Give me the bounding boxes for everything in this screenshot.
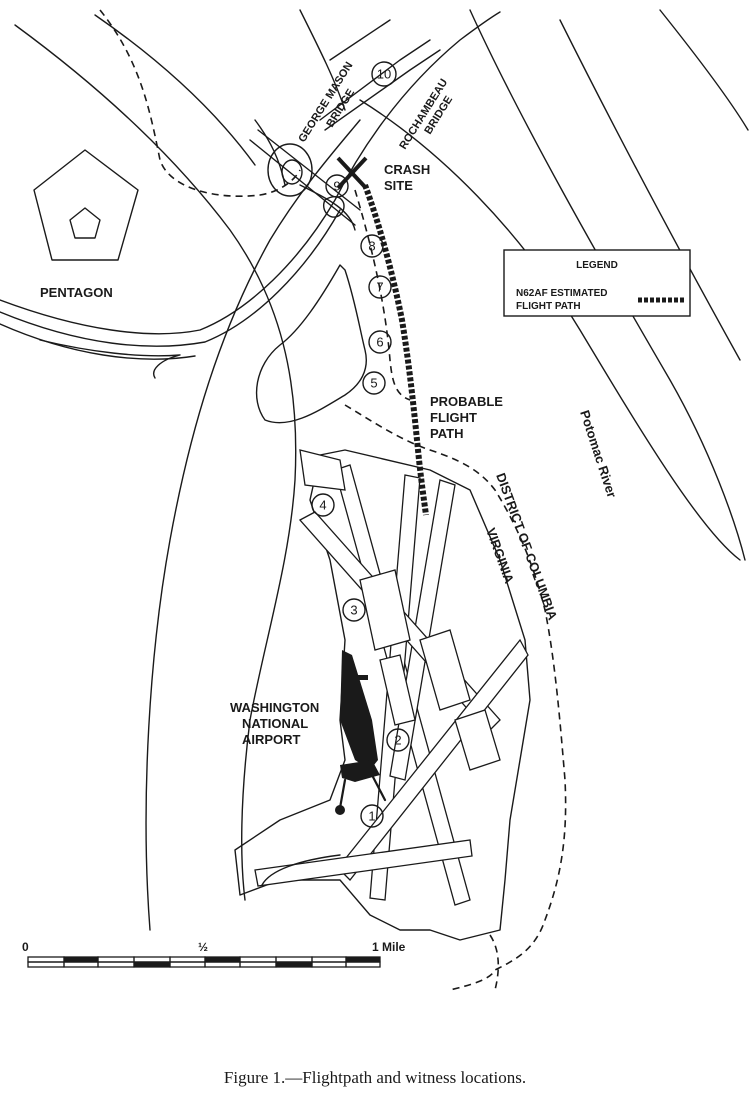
legend: LEGEND N62AF ESTIMATED FLIGHT PATH <box>503 249 691 317</box>
legend-title: LEGEND <box>576 260 618 271</box>
witness-2: 2 <box>386 728 410 752</box>
witness-3: 3 <box>342 598 366 622</box>
witness-8: 8 <box>360 234 384 258</box>
bridge-interchange <box>249 19 441 231</box>
shoreline-boundary-south <box>489 934 500 991</box>
probable-flight-path-label-3: PATH <box>430 426 463 441</box>
airport-label-2: NATIONAL <box>242 716 308 731</box>
terminal <box>335 650 387 815</box>
witness-6: 6 <box>368 330 392 354</box>
crash-site-label-2: SITE <box>384 178 413 193</box>
svg-text:3: 3 <box>350 603 357 618</box>
witness-5: 5 <box>362 371 386 395</box>
shoreline-boundary-north <box>99 9 301 198</box>
airport-outline <box>234 449 531 941</box>
svg-text:1: 1 <box>368 809 375 824</box>
crash-site-label-1: CRASH <box>384 162 430 177</box>
airport-label-3: AIRPORT <box>242 732 301 747</box>
witness-4: 4 <box>311 493 335 517</box>
witness-9: 9 <box>325 174 349 198</box>
river-bank-east <box>359 9 749 561</box>
state-boundary <box>344 404 567 991</box>
svg-text:5: 5 <box>370 376 377 391</box>
svg-text:6: 6 <box>376 335 383 350</box>
svg-text:8: 8 <box>368 239 375 254</box>
svg-text:7: 7 <box>376 280 383 295</box>
probable-flight-path-label-2: FLIGHT <box>430 410 477 425</box>
probable-flight-path-label-1: PROBABLE <box>430 394 503 409</box>
pentagon-label: PENTAGON <box>40 285 113 300</box>
probable-flight-path <box>354 189 411 401</box>
witness-1: 1 <box>360 804 384 828</box>
witness-markers: 1 2 3 4 5 6 7 8 9 10 <box>311 61 410 828</box>
svg-text:4: 4 <box>319 498 326 513</box>
scale-mid-label: ½ <box>198 940 208 954</box>
legend-entry-line-2: FLIGHT PATH <box>516 301 581 312</box>
runways <box>254 449 529 906</box>
svg-text:9: 9 <box>333 179 340 194</box>
highways <box>0 9 501 931</box>
scale-end-label: 1 Mile <box>372 940 406 954</box>
airport-access-road <box>261 854 341 886</box>
svg-text:2: 2 <box>394 733 401 748</box>
crash-site-marker <box>336 156 368 190</box>
figure-caption: Figure 1.—Flightpath and witness locatio… <box>223 1068 527 1087</box>
legend-entry-line-1: N62AF ESTIMATED <box>516 288 608 299</box>
potomac-river-label: Potomac River <box>577 408 619 499</box>
virginia-label: VIRGINIA <box>483 526 517 586</box>
witness-10: 10 <box>371 61 397 87</box>
airport-label-1: WASHINGTON <box>230 700 319 715</box>
estimated-flight-path <box>362 183 429 516</box>
scale-bar: 0 ½ 1 Mile <box>22 940 406 968</box>
scale-start-label: 0 <box>22 940 29 954</box>
svg-text:10: 10 <box>377 67 391 82</box>
witness-7: 7 <box>368 275 392 299</box>
pentagon-building <box>33 149 139 261</box>
island <box>255 264 367 424</box>
